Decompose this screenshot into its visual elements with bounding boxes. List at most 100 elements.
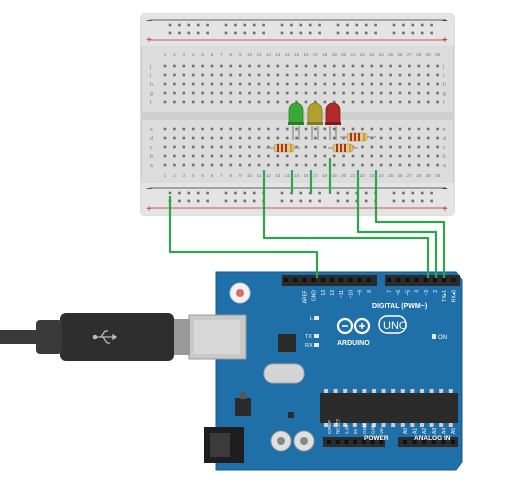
breadboard-hole[interactable] (370, 136, 374, 140)
rail-hole[interactable] (392, 31, 396, 35)
breadboard-hole[interactable] (191, 64, 195, 68)
breadboard-hole[interactable] (201, 145, 204, 149)
breadboard-hole[interactable] (314, 136, 317, 140)
rail-hole[interactable] (234, 191, 237, 195)
rail-hole[interactable] (290, 23, 293, 27)
rail-hole[interactable] (318, 23, 321, 27)
breadboard-hole[interactable] (267, 82, 270, 86)
breadboard-hole[interactable] (323, 136, 327, 140)
breadboard-hole[interactable] (389, 100, 392, 104)
rail-hole[interactable] (355, 199, 359, 203)
rail-hole[interactable] (234, 23, 237, 27)
breadboard-hole[interactable] (182, 127, 186, 131)
breadboard-hole[interactable] (408, 127, 411, 131)
breadboard-hole[interactable] (351, 163, 355, 167)
breadboard-hole[interactable] (285, 73, 289, 77)
breadboard-hole[interactable] (173, 136, 176, 140)
breadboard-hole[interactable] (314, 127, 317, 131)
rail-hole[interactable] (196, 199, 200, 203)
rail-hole[interactable] (224, 31, 228, 35)
breadboard-hole[interactable] (191, 82, 195, 86)
breadboard-hole[interactable] (370, 163, 374, 167)
breadboard-hole[interactable] (426, 163, 430, 167)
breadboard-hole[interactable] (379, 163, 383, 167)
breadboard-hole[interactable] (314, 64, 317, 68)
breadboard-hole[interactable] (370, 91, 374, 95)
breadboard-hole[interactable] (276, 100, 280, 104)
breadboard-hole[interactable] (163, 127, 167, 131)
breadboard-hole[interactable] (398, 127, 402, 131)
rail-hole[interactable] (290, 199, 293, 203)
breadboard-hole[interactable] (267, 145, 270, 149)
breadboard-hole[interactable] (398, 145, 402, 149)
header-pin[interactable] (353, 440, 358, 444)
breadboard-hole[interactable] (436, 82, 439, 86)
breadboard-hole[interactable] (304, 73, 308, 77)
breadboard-hole[interactable] (191, 73, 195, 77)
breadboard-hole[interactable] (210, 127, 214, 131)
header-pin[interactable] (387, 278, 391, 282)
breadboard-hole[interactable] (417, 100, 421, 104)
breadboard-hole[interactable] (408, 145, 411, 149)
header-pin[interactable] (284, 278, 288, 282)
breadboard-hole[interactable] (314, 82, 317, 86)
breadboard-hole[interactable] (398, 163, 402, 167)
breadboard-hole[interactable] (398, 64, 402, 68)
rail-hole[interactable] (196, 23, 200, 27)
breadboard-hole[interactable] (163, 73, 167, 77)
breadboard-hole[interactable] (426, 136, 430, 140)
usb-cable[interactable] (0, 313, 190, 361)
breadboard-hole[interactable] (248, 91, 251, 95)
breadboard-hole[interactable] (304, 154, 308, 158)
breadboard-hole[interactable] (342, 73, 345, 77)
breadboard-hole[interactable] (295, 82, 298, 86)
breadboard-hole[interactable] (285, 136, 289, 140)
breadboard-hole[interactable] (229, 73, 233, 77)
breadboard-hole[interactable] (342, 154, 345, 158)
breadboard-hole[interactable] (210, 82, 214, 86)
breadboard-hole[interactable] (417, 127, 421, 131)
breadboard-hole[interactable] (238, 100, 242, 104)
breadboard-hole[interactable] (173, 91, 176, 95)
breadboard-hole[interactable] (351, 73, 355, 77)
header-pin[interactable] (370, 440, 375, 444)
breadboard-hole[interactable] (210, 145, 214, 149)
breadboard-hole[interactable] (295, 127, 298, 131)
header-pin[interactable] (311, 278, 316, 282)
rail-hole[interactable] (420, 31, 424, 35)
header-pin[interactable] (302, 278, 307, 282)
breadboard-hole[interactable] (248, 73, 251, 77)
breadboard-hole[interactable] (417, 136, 421, 140)
rail-hole[interactable] (411, 23, 415, 27)
rail-hole[interactable] (355, 31, 359, 35)
rail-hole[interactable] (178, 191, 181, 195)
breadboard-hole[interactable] (379, 73, 383, 77)
rail-hole[interactable] (252, 191, 256, 195)
header-pin[interactable] (344, 440, 349, 444)
breadboard-hole[interactable] (351, 91, 355, 95)
rail-hole[interactable] (336, 31, 340, 35)
breadboard-hole[interactable] (314, 163, 317, 167)
breadboard-hole[interactable] (426, 145, 430, 149)
breadboard-hole[interactable] (201, 163, 204, 167)
breadboard-hole[interactable] (408, 154, 411, 158)
rail-hole[interactable] (178, 199, 181, 203)
breadboard-hole[interactable] (276, 136, 280, 140)
breadboard-hole[interactable] (408, 91, 411, 95)
breadboard-hole[interactable] (238, 136, 242, 140)
breadboard-hole[interactable] (342, 82, 345, 86)
breadboard-hole[interactable] (426, 82, 430, 86)
red-led[interactable] (325, 102, 341, 140)
breadboard-hole[interactable] (267, 163, 270, 167)
header-pin[interactable] (361, 440, 366, 444)
breadboard-hole[interactable] (276, 64, 280, 68)
header-pin[interactable] (327, 440, 331, 444)
rail-hole[interactable] (290, 31, 293, 35)
rail-hole[interactable] (187, 191, 191, 195)
rail-hole[interactable] (355, 191, 359, 195)
breadboard-hole[interactable] (257, 154, 261, 158)
rail-hole[interactable] (346, 199, 349, 203)
rail-hole[interactable] (364, 199, 368, 203)
rail-hole[interactable] (168, 23, 172, 27)
breadboard-hole[interactable] (163, 91, 167, 95)
